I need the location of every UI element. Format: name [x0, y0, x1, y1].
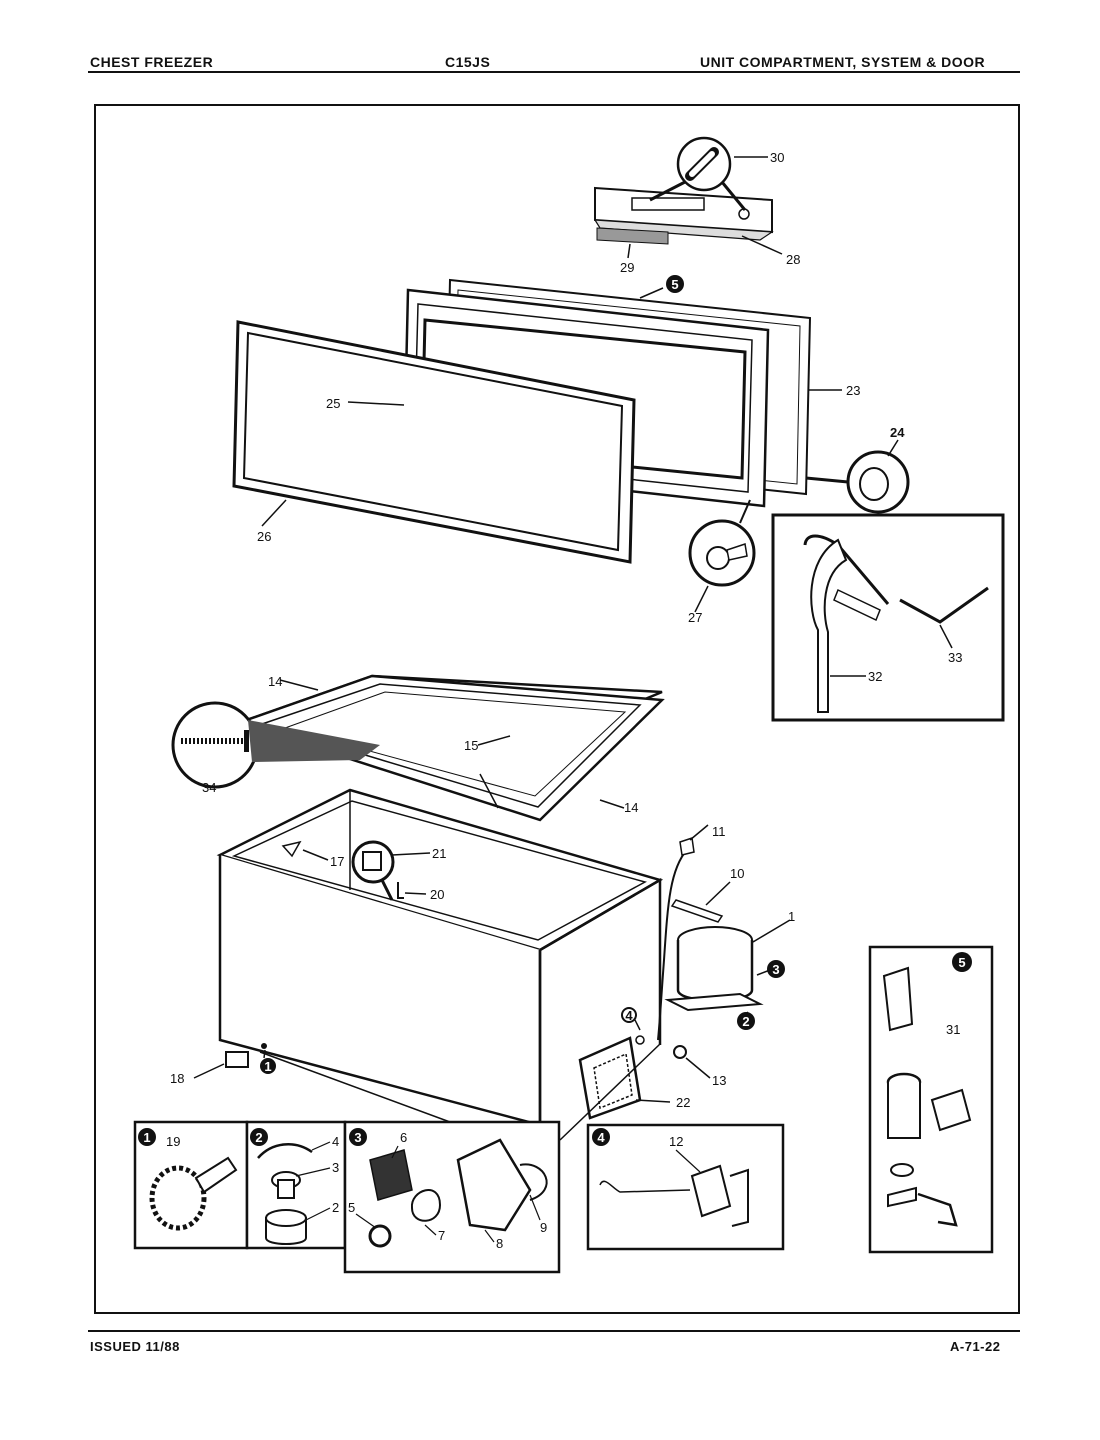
svg-text:5: 5 [958, 955, 965, 970]
hinge-pin-detail [805, 450, 910, 514]
inset-badge-4: 4 [592, 1128, 610, 1146]
badge-5: 5 [666, 275, 684, 293]
callout-33: 33 [948, 650, 962, 665]
badge-3: 3 [767, 960, 785, 978]
door-gasket [232, 320, 636, 564]
callout-5: 5 [348, 1200, 355, 1215]
header-section: UNIT COMPARTMENT, SYSTEM & DOOR [700, 54, 986, 70]
callout-34: 34 [202, 780, 216, 795]
callout-19: 19 [166, 1134, 180, 1149]
drain-cap [225, 1051, 249, 1068]
screw [635, 1035, 645, 1045]
callout-26: 26 [257, 529, 271, 544]
callout-31: 31 [946, 1022, 960, 1037]
callout-6: 6 [400, 1130, 407, 1145]
svg-text:4: 4 [597, 1130, 605, 1145]
callout-17: 17 [330, 854, 344, 869]
hinge-inset [771, 513, 1005, 722]
power-cord [657, 847, 689, 1041]
callout-29: 29 [620, 260, 634, 275]
badge-4: 4 [621, 1007, 637, 1023]
callout-2: 2 [332, 1200, 339, 1215]
badge-2: 2 [737, 1012, 755, 1030]
callout-32: 32 [868, 669, 882, 684]
header-model: C15JS [445, 54, 491, 70]
badge-1: 1 [260, 1058, 276, 1074]
callout-12: 12 [669, 1134, 683, 1149]
svg-text:5: 5 [671, 277, 678, 292]
callout-4: 4 [332, 1134, 339, 1149]
footer-page-code: A-71-22 [950, 1339, 1001, 1354]
callout-21: 21 [432, 846, 446, 861]
callout-20: 20 [430, 887, 444, 902]
bottom-inset-4 [586, 1123, 785, 1251]
svg-text:1: 1 [264, 1059, 271, 1074]
vent-grille [578, 1036, 642, 1120]
callout-labels: 30 28 29 23 25 24 26 27 32 33 14 15 14 3… [166, 150, 962, 1251]
bottom-inset-3 [343, 1120, 561, 1274]
plug [679, 837, 695, 856]
callout-11: 11 [712, 824, 726, 839]
callout-14-top: 14 [268, 674, 282, 689]
door-plug-detail [688, 499, 756, 587]
callout-10: 10 [730, 866, 744, 881]
diagram-frame [94, 104, 1020, 1314]
callout-18: 18 [170, 1071, 184, 1086]
inset-badge-5: 5 [952, 952, 972, 972]
lock-inset [868, 945, 994, 1254]
svg-text:2: 2 [255, 1130, 262, 1145]
callout-27: 27 [688, 610, 702, 625]
callout-7: 7 [438, 1228, 445, 1243]
svg-text:3: 3 [772, 962, 779, 977]
callout-24: 24 [890, 425, 905, 440]
header-title: CHEST FREEZER [90, 54, 214, 70]
breaker-strip-frame [234, 674, 665, 822]
callout-28: 28 [786, 252, 800, 267]
svg-text:3: 3 [354, 1130, 361, 1145]
thermostat-knob-detail [351, 840, 395, 901]
callout-13: 13 [712, 1073, 726, 1088]
compressor [664, 926, 764, 1012]
grommet [673, 1045, 687, 1059]
callout-14-bottom: 14 [624, 800, 638, 815]
callout-30: 30 [770, 150, 784, 165]
clip [397, 882, 404, 899]
inset-leaders [295, 1141, 701, 1243]
callout-3: 3 [332, 1160, 339, 1175]
screw-detail [171, 701, 380, 789]
drier [670, 899, 724, 923]
callout-8: 8 [496, 1236, 503, 1251]
svg-text:4: 4 [625, 1008, 633, 1023]
inset-badge-1: 1 [138, 1128, 156, 1146]
svg-text:1: 1 [143, 1130, 150, 1145]
leader-lines [193, 156, 965, 1189]
callout-22: 22 [676, 1095, 690, 1110]
svg-text:2: 2 [742, 1014, 749, 1029]
footer-issued: ISSUED 11/88 [90, 1339, 180, 1354]
callout-15: 15 [464, 738, 478, 753]
door-handle-assembly [593, 136, 774, 245]
callout-1: 1 [788, 909, 795, 924]
inset-badge-2: 2 [250, 1128, 268, 1146]
drain-plug [281, 840, 302, 858]
callout-25: 25 [326, 396, 340, 411]
callout-23: 23 [846, 383, 860, 398]
freezer-cabinet [216, 788, 664, 1127]
inset-badge-3: 3 [349, 1128, 367, 1146]
drain-tube-end [261, 1043, 267, 1049]
callout-9: 9 [540, 1220, 547, 1235]
